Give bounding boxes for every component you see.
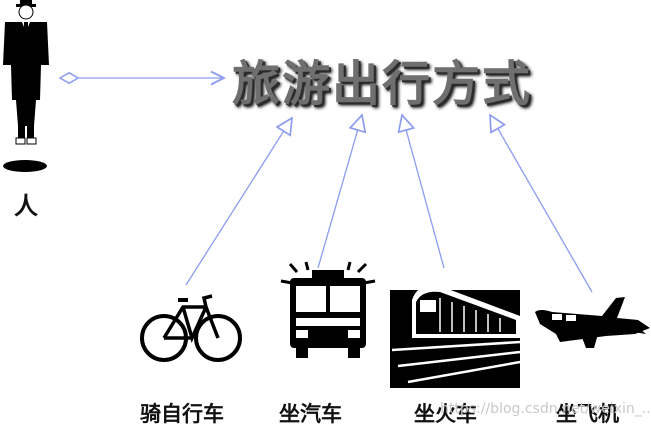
generalization-arrow-bike: [185, 118, 292, 286]
diagram-title: 旅游出行方式: [232, 56, 533, 112]
watermark: https://blog.csdn.net/weixin_...: [440, 401, 651, 417]
bus-icon: [280, 261, 376, 358]
generalization-arrow-train: [402, 115, 445, 269]
mode-label-plane: 坐飞机: [556, 402, 619, 426]
generalization-arrow-bus: [317, 115, 362, 269]
mode-label-train: 坐火车: [414, 402, 477, 426]
mode-label-bicycle: 骑自行车: [140, 402, 224, 426]
airplane-icon: [535, 297, 650, 348]
generalization-arrow-plane: [490, 115, 593, 293]
person-in-suit-icon: [3, 0, 49, 172]
mode-label-bus: 坐汽车: [279, 402, 342, 426]
person-label: 人: [14, 192, 38, 220]
bicycle-icon: [140, 294, 242, 362]
train-icon: [390, 285, 521, 388]
